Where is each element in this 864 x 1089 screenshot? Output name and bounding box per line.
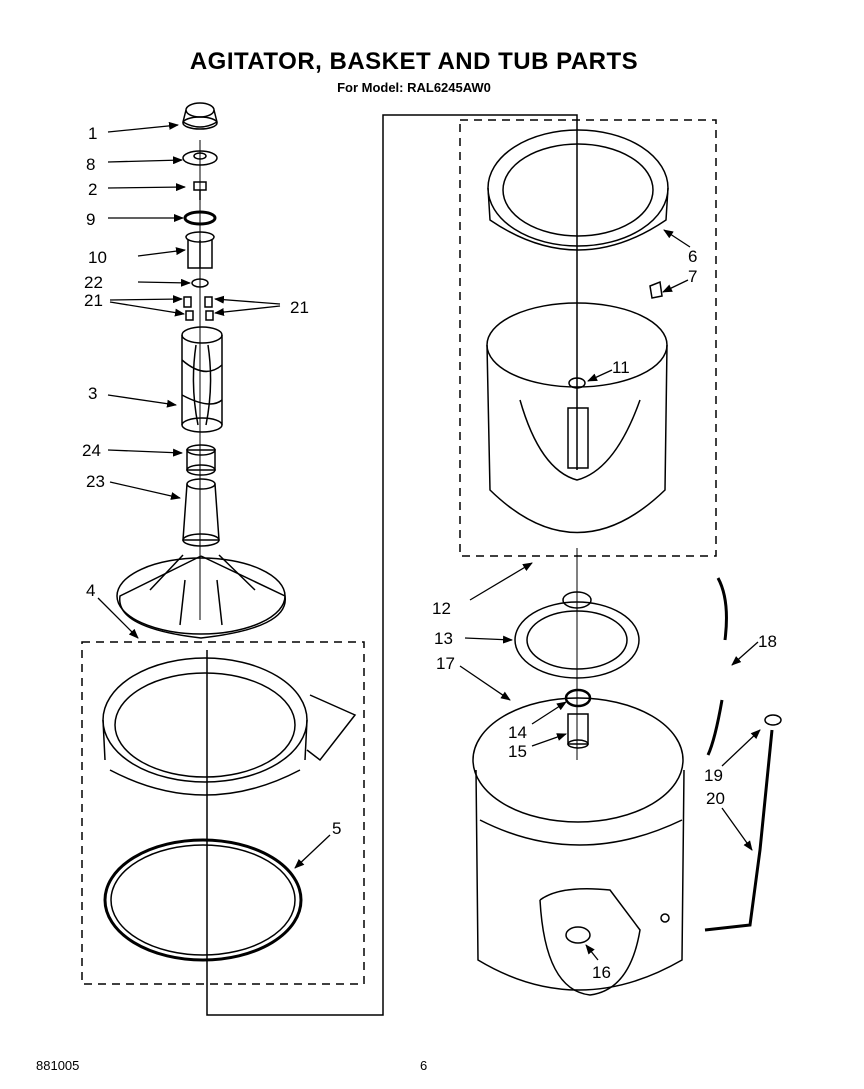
part-drive-bell (186, 444, 216, 476)
part-o-ring-seal (103, 838, 303, 962)
document-code: 881005 (36, 1058, 80, 1073)
leader-12 (469, 562, 533, 601)
callout-20: 20 (706, 789, 725, 808)
part-drain-hose (706, 577, 728, 756)
leader-15 (531, 733, 567, 747)
part-spin-basket (486, 302, 668, 534)
leader-8 (107, 156, 183, 165)
part-agitator-base (116, 478, 286, 639)
leader-14 (531, 701, 567, 725)
callout-23: 23 (86, 472, 105, 491)
part-agitator-dog-lower-left (185, 310, 194, 321)
callout-21-right: 21 (290, 298, 309, 317)
callout-15: 15 (508, 742, 527, 761)
callout-21-left: 21 (84, 291, 103, 310)
leader-16 (585, 944, 599, 961)
part-agitator-cap (182, 102, 218, 130)
leader-13 (464, 635, 513, 644)
leader-24 (107, 448, 183, 457)
part-adapter (185, 231, 215, 269)
callout-6: 6 (688, 247, 697, 266)
part-inlet-hose (704, 729, 774, 932)
leader-6 (663, 229, 691, 248)
basket-dashed-group (459, 119, 717, 557)
part-agitator-dog-lower-right (205, 310, 214, 321)
assembly-connector-line (206, 114, 578, 1016)
leader-18 (731, 641, 759, 666)
model-subtitle: For Model: RAL6245AW0 (337, 80, 491, 95)
callout-16: 16 (592, 963, 611, 982)
part-agitator-dog-left (183, 296, 192, 308)
callout-1: 1 (88, 124, 97, 143)
leader-3 (107, 394, 177, 408)
part-retaining-ring (191, 278, 209, 288)
callout-19: 19 (704, 766, 723, 785)
leader-23 (109, 481, 181, 500)
callout-7: 7 (688, 267, 697, 286)
callout-12: 12 (432, 599, 451, 618)
leader-17 (459, 665, 511, 701)
part-agitator-dog-right (204, 296, 213, 308)
page-number: 6 (420, 1058, 428, 1073)
leader-21a (109, 295, 183, 304)
leader-10 (137, 247, 186, 257)
callout-18: 18 (758, 632, 777, 651)
leader-19 (721, 729, 761, 767)
part-balance-ring (487, 129, 669, 251)
callout-3: 3 (88, 384, 97, 403)
leader-1 (107, 121, 179, 133)
leader-5 (294, 834, 331, 869)
part-hose-clamp (764, 714, 782, 726)
callout-14: 14 (508, 723, 527, 742)
leader-4 (97, 597, 139, 639)
leader-2 (107, 183, 186, 192)
leader-11 (587, 369, 613, 382)
callout-22: 22 (84, 273, 103, 292)
callout-10: 10 (88, 248, 107, 267)
part-tub-seal (567, 713, 589, 749)
part-clip (649, 280, 663, 299)
leader-21b (109, 301, 185, 317)
callout-11: 11 (612, 358, 630, 377)
callout-4: 4 (86, 581, 95, 600)
callout-8: 8 (86, 155, 95, 174)
leader-21c (214, 295, 281, 305)
part-drive-hub (514, 591, 640, 679)
callout-9: 9 (86, 210, 95, 229)
part-tub-ring (102, 657, 357, 796)
callout-17: 17 (436, 654, 455, 673)
callout-5: 5 (332, 819, 341, 838)
callout-13: 13 (434, 629, 453, 648)
leader-22 (137, 278, 191, 287)
callout-2: 2 (88, 180, 97, 199)
part-seal-ring (183, 210, 217, 226)
ring-dashed-group (81, 641, 365, 985)
leader-20 (721, 807, 753, 851)
part-cam (182, 150, 218, 166)
callout-24: 24 (82, 441, 101, 460)
leader-7 (662, 279, 689, 293)
part-auger (181, 326, 223, 433)
leader-21d (214, 305, 281, 317)
page-title: AGITATOR, BASKET AND TUB PARTS (189, 48, 639, 75)
part-outer-tub (472, 697, 685, 996)
part-bolt (193, 181, 207, 200)
